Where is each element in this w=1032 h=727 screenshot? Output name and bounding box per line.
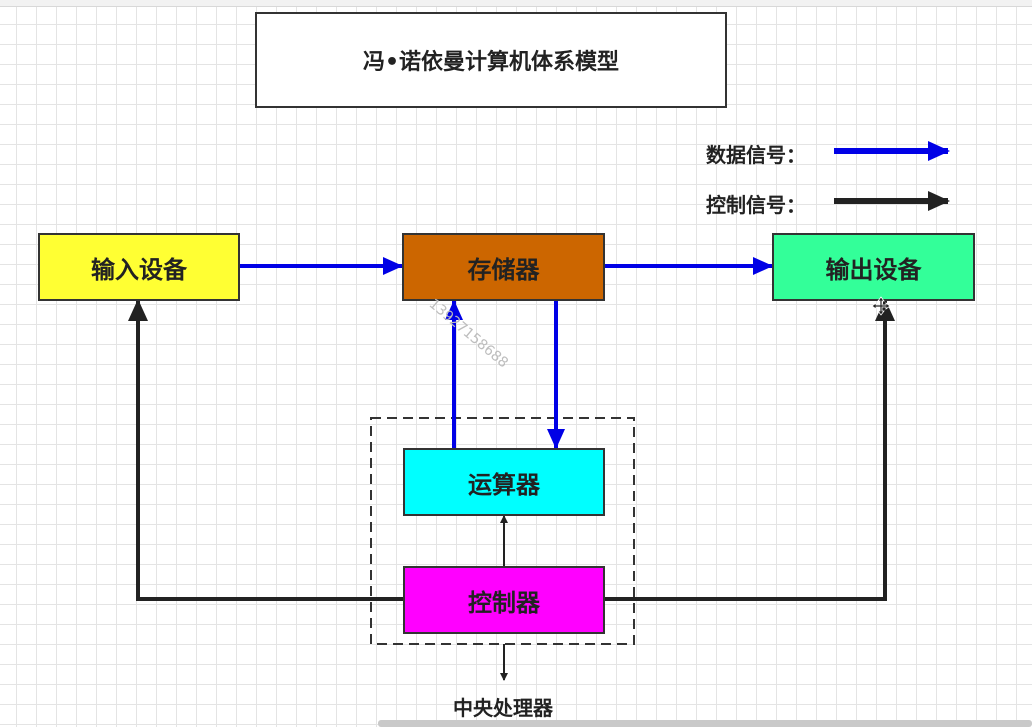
legend-data-label: 数据信号： [706, 143, 806, 167]
input-device-node[interactable]: 输入设备 [38, 233, 240, 301]
diagram-title: 冯•诺依曼计算机体系模型 [255, 12, 727, 108]
alu-node[interactable]: 运算器 [403, 448, 605, 516]
legend-control-label: 控制信号： [706, 193, 806, 217]
controller-node[interactable]: 控制器 [403, 566, 605, 634]
cpu-boundary [370, 417, 635, 645]
cpu-label: 中央处理器 [453, 696, 553, 720]
controller-to-output-arrow [605, 299, 895, 601]
output-device-node[interactable]: 输出设备 [772, 233, 975, 301]
canvas-top-edge [0, 0, 1032, 7]
controller-to-input-arrow [128, 299, 403, 601]
move-cursor-icon [871, 296, 891, 316]
horizontal-scrollbar[interactable] [378, 720, 1032, 727]
memory-node[interactable]: 存储器 [402, 233, 605, 301]
